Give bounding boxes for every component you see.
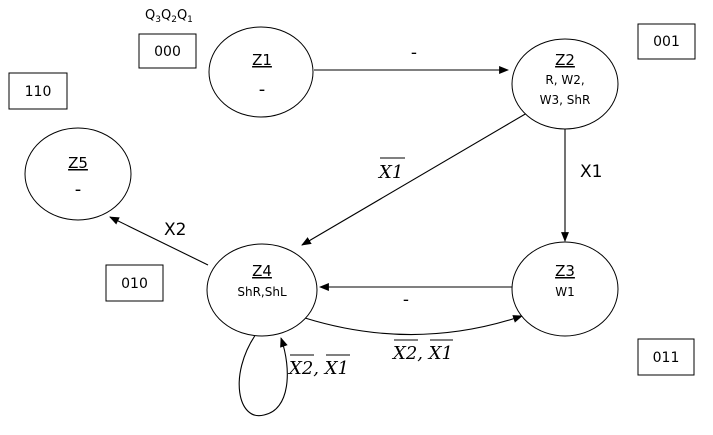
code-box-z4: 010 — [105, 264, 164, 302]
edge-z2-z4 — [301, 112, 528, 246]
label-z4-z3: X2, X1 — [391, 339, 453, 364]
code-z1: 000 — [154, 44, 181, 60]
header-q2: Q — [161, 8, 171, 23]
state-z3: Z3 W1 — [511, 241, 619, 337]
header-q2-sub: 2 — [171, 15, 177, 25]
edge-z4-z5 — [109, 216, 209, 266]
header-q3: Q — [145, 8, 155, 23]
code-box-z3: 011 — [637, 338, 695, 376]
label-z2-z4: X1 — [377, 157, 405, 183]
code-z5: 110 — [25, 84, 52, 100]
svg-text:X1: X1 — [377, 162, 403, 183]
state-z4-name: Z4 — [252, 262, 272, 280]
code-z2: 001 — [653, 34, 680, 50]
label-z4-z5: X2 — [164, 220, 186, 240]
state-z2: Z2 R, W2, W3, ShR — [511, 38, 619, 130]
state-z3-name: Z3 — [555, 262, 575, 280]
state-z2-name: Z2 — [555, 51, 575, 69]
code-box-z1: 000 — [138, 33, 197, 69]
state-z5-name: Z5 — [68, 154, 88, 172]
label-z4-self-loop: X2, X1 — [287, 354, 350, 379]
state-z5-output: - — [75, 179, 82, 200]
code-box-z2: 001 — [637, 23, 696, 60]
code-z4: 010 — [121, 276, 148, 292]
label-z2-z3: X1 — [580, 162, 602, 182]
svg-text:X2, X1: X2, X1 — [287, 358, 349, 379]
label-z3-z4: - — [403, 290, 409, 310]
state-z5: Z5 - — [24, 127, 132, 221]
state-z4-output: ShR,ShL — [237, 285, 287, 299]
state-z4: Z4 ShR,ShL — [206, 243, 318, 337]
state-z1-output: - — [259, 79, 266, 100]
code-z3: 011 — [653, 350, 680, 366]
edge-z4-self-loop — [238, 333, 288, 417]
header-q3-sub: 3 — [155, 15, 161, 25]
state-z2-output-line1: R, W2, — [545, 73, 584, 87]
label-z1-z2: - — [411, 43, 417, 63]
state-z2-output-line2: W3, ShR — [540, 93, 591, 107]
state-z1-name: Z1 — [252, 51, 272, 69]
code-box-z5: 110 — [8, 72, 68, 110]
svg-text:X2, X1: X2, X1 — [391, 343, 453, 364]
state-z1: Z1 - — [208, 26, 314, 118]
edge-z4-z3 — [304, 315, 523, 336]
header-q1: Q — [177, 8, 187, 23]
state-variables-header: Q3Q2Q1 — [145, 8, 193, 25]
state-z3-output: W1 — [555, 285, 575, 299]
header-q1-sub: 1 — [187, 15, 193, 25]
